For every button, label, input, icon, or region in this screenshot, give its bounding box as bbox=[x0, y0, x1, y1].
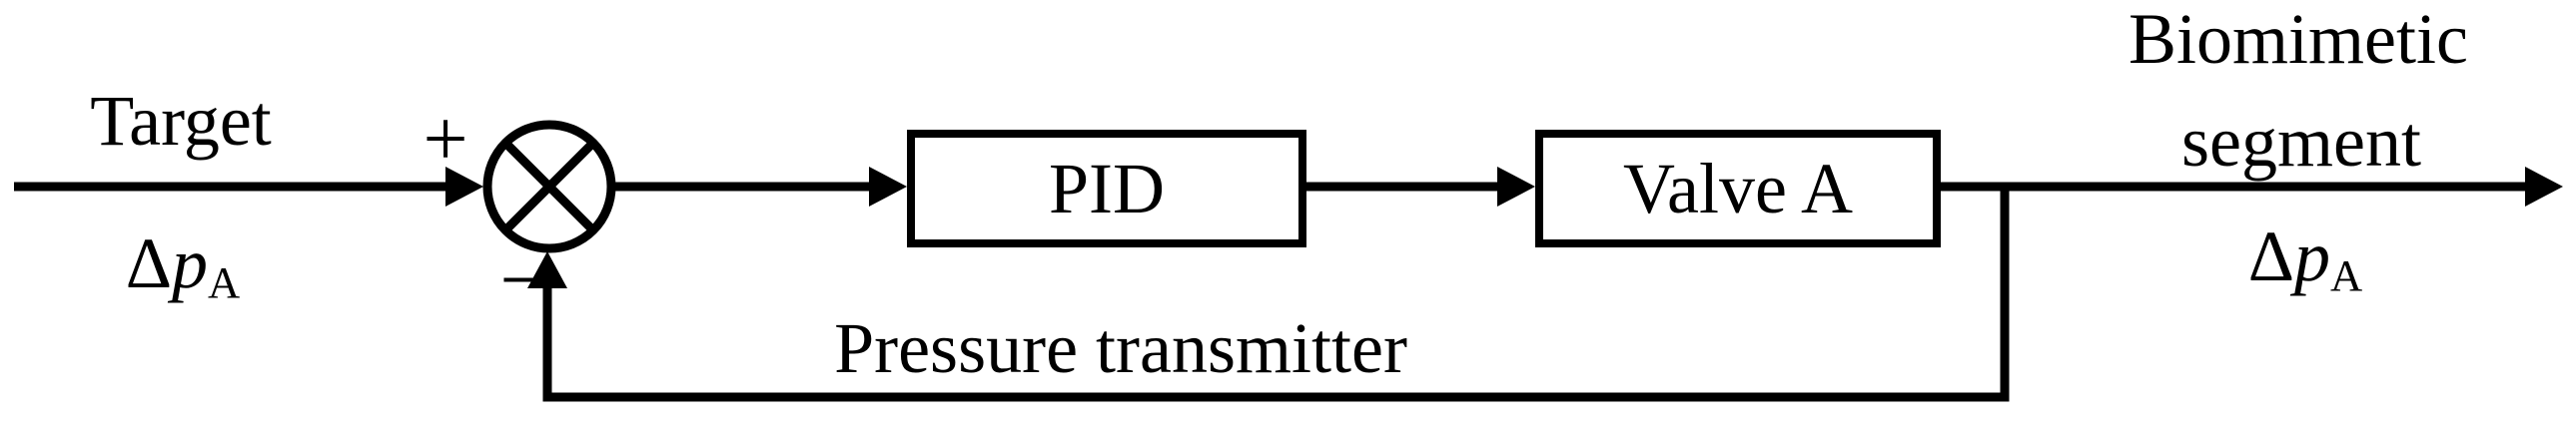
input-arrowhead-icon bbox=[445, 167, 483, 207]
pid-block-box bbox=[907, 130, 1306, 247]
input-symbol-variable: p bbox=[172, 223, 209, 303]
plus-sign: + bbox=[423, 96, 468, 184]
feedback-label: Pressure transmitter bbox=[834, 308, 1407, 388]
output-signal-symbol: ΔpA bbox=[2248, 220, 2363, 297]
feedback-arrowhead-icon bbox=[527, 251, 567, 288]
input-signal-symbol: ΔpA bbox=[126, 227, 241, 304]
valve-input-arrowhead-icon bbox=[1497, 167, 1535, 207]
minus-sign: − bbox=[499, 236, 545, 324]
pid-input-arrowhead-icon bbox=[869, 167, 907, 207]
input-symbol-subscript: A bbox=[208, 256, 241, 307]
output-arrowhead-icon bbox=[2525, 167, 2563, 207]
summing-junction-cross-line-2 bbox=[501, 139, 597, 234]
pid-block-label: PID bbox=[1048, 149, 1165, 228]
valve-a-block: Valve A bbox=[1535, 130, 1941, 247]
output-symbol-delta: Δ bbox=[2247, 216, 2295, 296]
valve-a-block-box bbox=[1535, 130, 1941, 247]
output-symbol-variable: p bbox=[2294, 216, 2331, 296]
feedback-path-line bbox=[542, 185, 2010, 402]
output-title-line1: Biomimetic bbox=[2129, 0, 2468, 79]
pid-block: PID bbox=[907, 130, 1306, 247]
input-symbol-delta: Δ bbox=[125, 223, 173, 303]
valve-a-block-label: Valve A bbox=[1623, 149, 1853, 228]
input-signal-title: Target bbox=[90, 81, 272, 161]
output-title-line2: segment bbox=[2181, 102, 2421, 182]
output-symbol-subscript: A bbox=[2330, 249, 2363, 300]
